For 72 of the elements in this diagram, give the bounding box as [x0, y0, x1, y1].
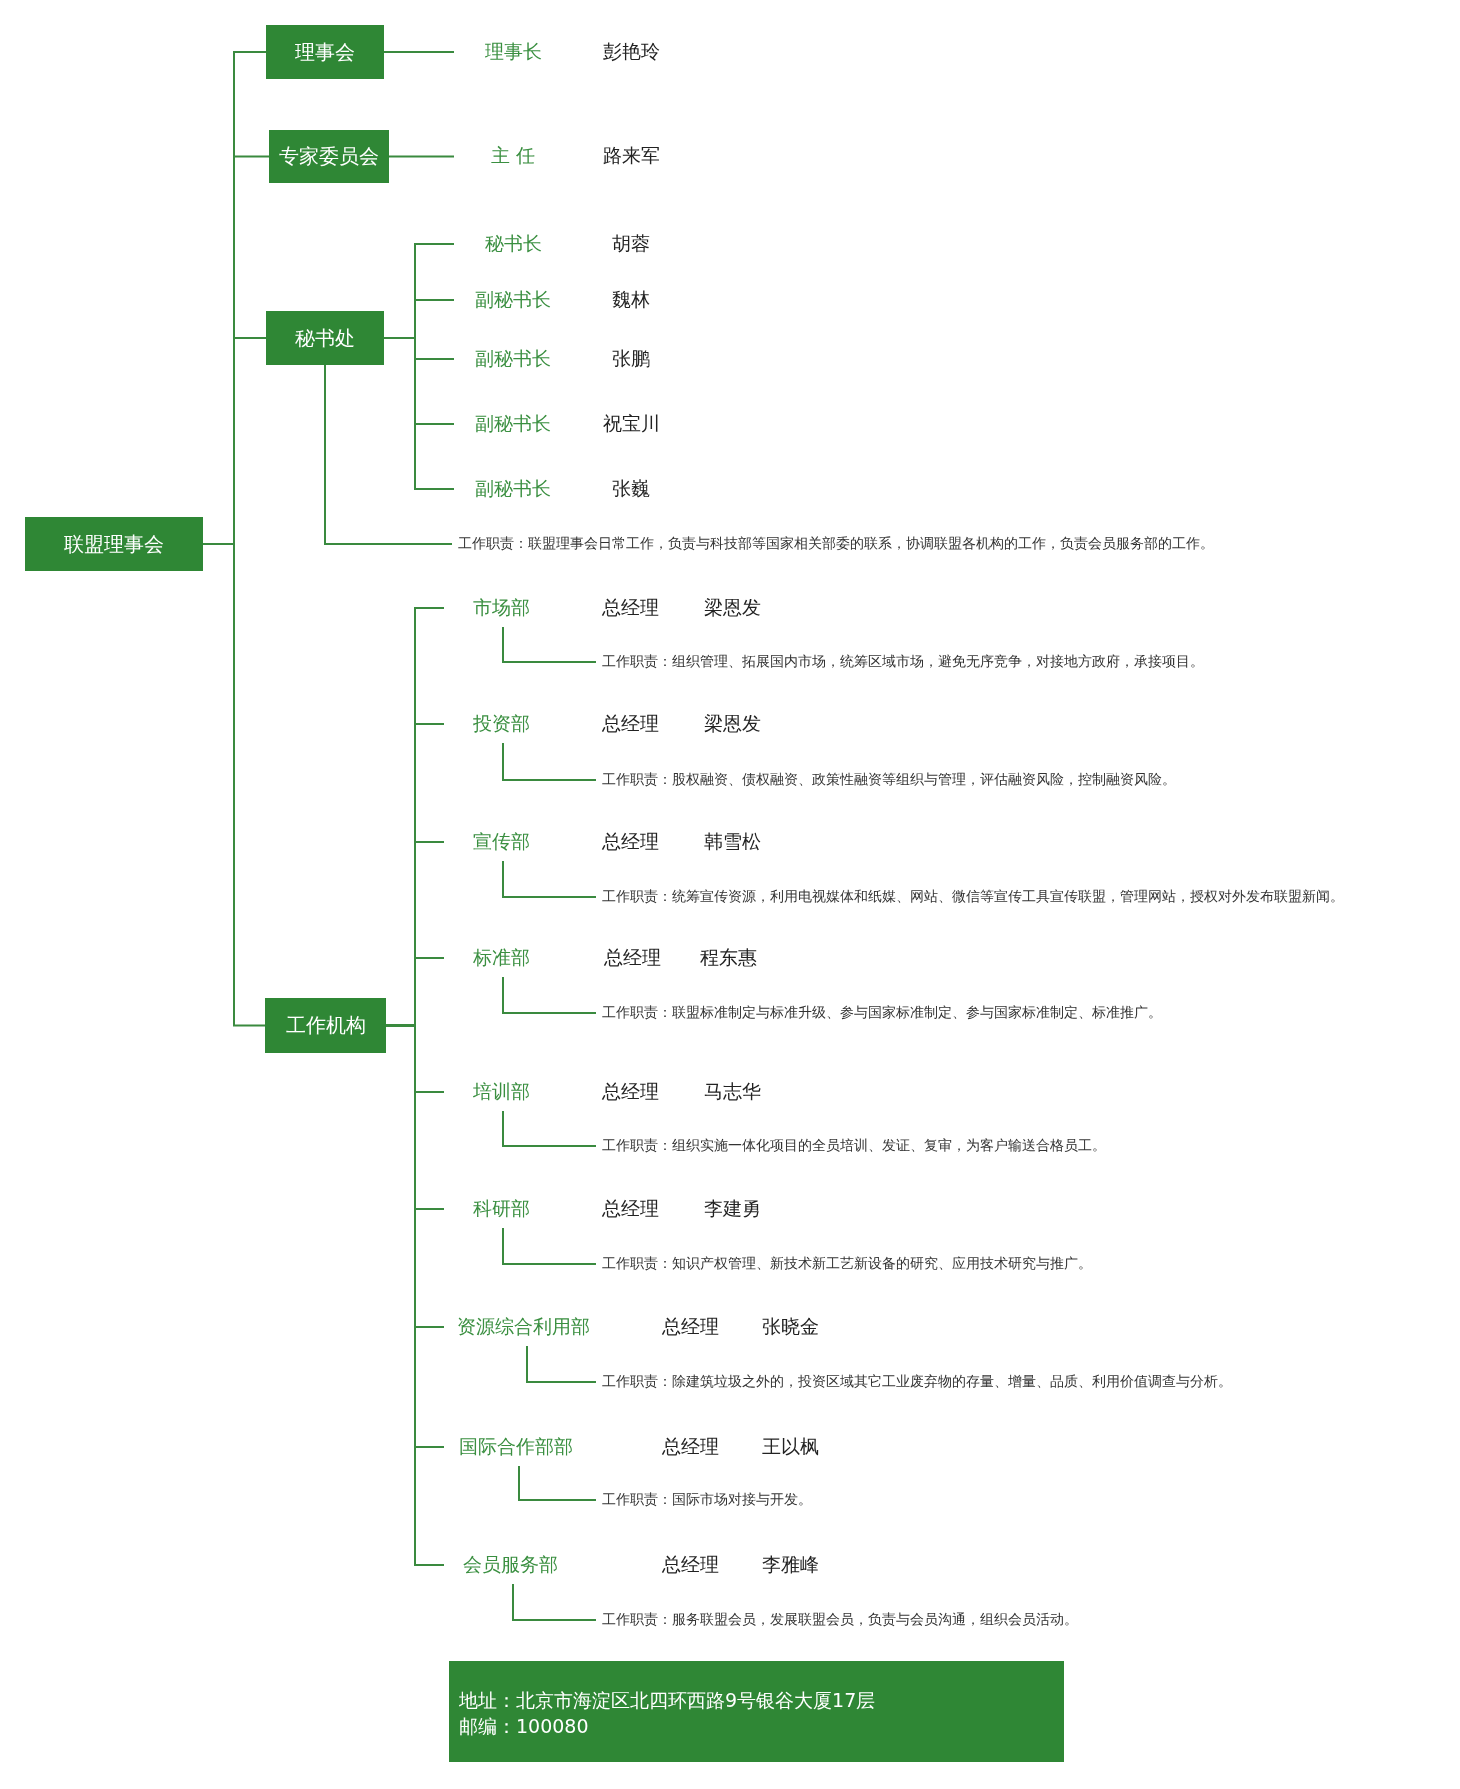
- person-name: 张巍: [612, 476, 650, 501]
- org-box: 联盟理事会: [25, 517, 203, 571]
- position-label: 主 任: [491, 143, 535, 169]
- connector-line: [324, 364, 453, 545]
- job-title: 总经理: [602, 829, 659, 854]
- duty-text: 工作职责：服务联盟会员，发展联盟会员，负责与会员沟通，组织会员活动。: [602, 1611, 1078, 1629]
- duty-text: 工作职责：国际市场对接与开发。: [602, 1491, 812, 1509]
- position-label: 副秘书长: [475, 476, 551, 502]
- department-label: 国际合作部部: [459, 1434, 573, 1460]
- duty-text: 工作职责：除建筑垃圾之外的，投资区域其它工业废弃物的存量、增量、品质、利用价值调查与分析。: [602, 1373, 1232, 1391]
- person-name: 魏林: [612, 287, 650, 312]
- connector-line: [388, 155, 455, 158]
- position-label: 秘书长: [484, 231, 542, 257]
- duty-text: 工作职责：股权融资、债权融资、政策性融资等组织与管理，评估融资风险，控制融资风险。: [602, 771, 1176, 789]
- person-name: 张鹏: [612, 346, 650, 371]
- position-label: 副秘书长: [475, 411, 551, 437]
- address-panel: [449, 1661, 1064, 1762]
- person-name: 王以枫: [762, 1434, 819, 1459]
- department-label: 科研部: [473, 1196, 530, 1222]
- address-text: 地址：北京市海淀区北四环西路9号银谷大厦17层: [459, 1688, 877, 1713]
- person-name: 张晓金: [762, 1314, 819, 1339]
- department-label: 资源综合利用部: [457, 1314, 590, 1340]
- department-label: 标准部: [473, 945, 530, 971]
- connector-line: [502, 1227, 597, 1265]
- address-text: 邮编：100080: [459, 1714, 590, 1739]
- person-name: 马志华: [704, 1079, 761, 1104]
- job-title: 总经理: [662, 1552, 719, 1577]
- connector-line: [526, 1345, 597, 1383]
- job-title: 总经理: [602, 1079, 659, 1104]
- position-label: 理事长: [484, 39, 542, 65]
- job-title: 总经理: [662, 1434, 719, 1459]
- org-box: 理事会: [266, 25, 384, 79]
- department-label: 市场部: [473, 595, 530, 621]
- department-label: 投资部: [473, 711, 530, 737]
- person-name: 梁恩发: [704, 711, 761, 736]
- connector-line: [502, 976, 597, 1014]
- connector-line: [518, 1465, 597, 1501]
- person-name: 祝宝川: [602, 411, 660, 436]
- connector-line: [502, 860, 597, 898]
- connector-line: [502, 626, 597, 663]
- person-name: 梁恩发: [704, 595, 761, 620]
- job-title: 总经理: [604, 945, 661, 970]
- duty-text: 工作职责：知识产权管理、新技术新工艺新设备的研究、应用技术研究与推广。: [602, 1255, 1092, 1273]
- duty-text: 工作职责：统筹宣传资源，利用电视媒体和纸媒、网站、微信等宣传工具宣传联盟，管理网站，授权对外发布联盟新闻。: [602, 888, 1344, 906]
- connector-line: [383, 337, 455, 490]
- connector-line: [383, 51, 455, 53]
- person-name: 路来军: [602, 143, 660, 168]
- org-box: 专家委员会: [269, 130, 389, 183]
- org-box: 秘书处: [266, 311, 384, 365]
- job-title: 总经理: [602, 1196, 659, 1221]
- person-name: 彭艳玲: [602, 39, 660, 64]
- job-title: 总经理: [602, 595, 659, 620]
- person-name: 程东惠: [700, 945, 757, 970]
- person-name: 李雅峰: [762, 1552, 819, 1577]
- person-name: 胡蓉: [612, 231, 650, 256]
- position-label: 副秘书长: [475, 346, 551, 372]
- department-label: 宣传部: [473, 829, 530, 855]
- duty-text: 工作职责：联盟理事会日常工作，负责与科技部等国家相关部委的联系，协调联盟各机构的工作，负责会员服务部的工作。: [458, 535, 1214, 553]
- person-name: 韩雪松: [704, 829, 761, 854]
- job-title: 总经理: [662, 1314, 719, 1339]
- connector-line: [502, 1110, 597, 1147]
- connector-line: [512, 1583, 597, 1621]
- person-name: 李建勇: [704, 1196, 761, 1221]
- connector-line: [502, 742, 597, 781]
- job-title: 总经理: [602, 711, 659, 736]
- department-label: 会员服务部: [463, 1552, 558, 1578]
- position-label: 副秘书长: [475, 287, 551, 313]
- department-label: 培训部: [473, 1079, 530, 1105]
- duty-text: 工作职责：组织实施一体化项目的全员培训、发证、复审，为客户输送合格员工。: [602, 1137, 1106, 1155]
- org-box: 工作机构: [265, 998, 386, 1053]
- duty-text: 工作职责：组织管理、拓展国内市场，统筹区域市场，避免无序竞争，对接地方政府，承接项目。: [602, 653, 1204, 671]
- duty-text: 工作职责：联盟标准制定与标准升级、参与国家标准制定、参与国家标准制定、标准推广。: [602, 1004, 1162, 1022]
